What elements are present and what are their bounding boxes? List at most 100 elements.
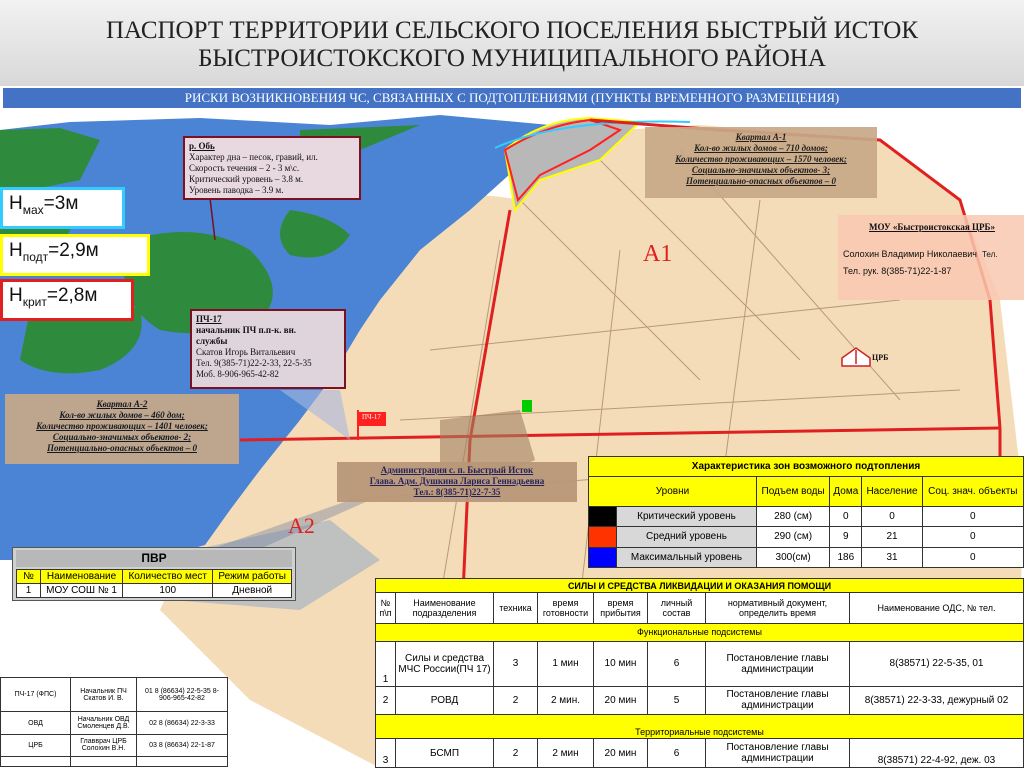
- pch-line: начальник ПЧ п.п-к. вн.: [196, 325, 297, 335]
- table-cell: ОВД: [0, 711, 71, 735]
- pch-line: службы: [196, 336, 228, 346]
- admin-line: Тел.: 8(385-71)22-7-35: [413, 487, 501, 497]
- quarter-a2-line: Кол-во жилых домов – 460 дом;: [59, 410, 185, 420]
- mou-tel: Тел. рук. 8(385-71)22-1-87: [843, 266, 952, 276]
- table-cell: Дневной: [212, 583, 292, 598]
- section-label: Функциональные подсистемы: [375, 622, 1024, 642]
- level-subscript: подт: [22, 249, 49, 264]
- island: [0, 128, 100, 200]
- column-header: Население: [861, 476, 923, 507]
- critical-flood-line: [503, 118, 623, 203]
- quarter-a2-line: Социально-значимых объектов- 2;: [52, 432, 192, 442]
- table-cell: 300(см): [755, 546, 831, 569]
- section-row: Территориальные подсистемы: [375, 714, 1024, 740]
- pvr-title: ПВР: [16, 550, 292, 567]
- title-line-2: БЫСТРОИСТОКСКОГО МУНИЦИПАЛЬНОГО РАЙОНА: [198, 45, 826, 72]
- river-line: Скорость течения – 2 - 3 м\с.: [189, 163, 300, 173]
- quarter-a1-line: Потенциально-опасных объектов – 0: [686, 176, 836, 186]
- table-cell: 02 8 (86634) 22-3-33: [136, 711, 228, 735]
- table-cell: 8(38571) 22-3-33, дежурный 02: [849, 685, 1024, 716]
- table-header-row: Уровни Подъем воды Дома Население Соц. з…: [588, 476, 1024, 507]
- column-header: Уровни: [588, 476, 757, 507]
- level-critical-badge: Hкрит=2,8м: [0, 279, 134, 321]
- river-line: Уровень паводка – 3.9 м.: [189, 185, 284, 195]
- table-cell: 1: [375, 640, 396, 687]
- table-cell: Критический уровень: [616, 505, 757, 528]
- table-cell: Максимальный уровень: [616, 546, 757, 569]
- shelter-marker: [522, 400, 532, 412]
- table-row: 3 БСМП 2 2 мин 20 мин 6 Постановление гл…: [375, 738, 1024, 768]
- table-cell: 2: [493, 685, 538, 716]
- sector-a2-label: А2: [288, 513, 315, 538]
- contacts-table: ПЧ-17 (ФПС) Начальник ПЧ Скатов И. В. 01…: [0, 676, 228, 768]
- table-cell: Силы и средства МЧС России(ПЧ 17): [395, 640, 494, 687]
- table-cell: 01 8 (86634) 22-5-35 8-906-965-42-82: [136, 676, 228, 713]
- column-header: время прибытия: [593, 592, 648, 624]
- table-cell: 20 мин: [593, 685, 648, 716]
- zone-color-swatch: [588, 526, 617, 548]
- mou-title: МОУ «Быстроистокская ЦРБ»: [869, 222, 995, 232]
- quarter-a2-line: Количество проживающих – 1401 человек;: [36, 421, 208, 431]
- level-subscript: крит: [22, 294, 47, 309]
- table-cell: ЦРБ: [0, 733, 71, 757]
- river-info-callout: р. Обь Характер дна – песок, гравий, ил.…: [183, 136, 361, 200]
- table-cell: 2: [493, 738, 538, 768]
- table-cell: 0: [861, 505, 923, 528]
- table-row: Критический уровень 280 (см) 0 0 0: [588, 505, 1024, 528]
- table-cell: ПЧ-17 (ФПС): [0, 676, 71, 713]
- column-header: №: [16, 569, 41, 584]
- table-cell: 290 (см): [755, 526, 831, 548]
- river-title: р. Обь: [189, 141, 215, 151]
- table-header-row: № Наименование Количество мест Режим раб…: [16, 569, 292, 584]
- table-cell: 3: [375, 738, 396, 768]
- table-row: 1 МОУ СОШ № 1 100 Дневной: [16, 583, 292, 598]
- section-row: Функциональные подсистемы: [375, 622, 1024, 642]
- pch-line: ПЧ-17: [196, 314, 222, 324]
- column-header: Количество мест: [122, 569, 214, 584]
- mou-crb-callout: МОУ «Быстроистокская ЦРБ» Солохин Владим…: [840, 220, 1024, 298]
- table-cell: 21: [861, 526, 923, 548]
- table-cell: 8(38571) 22-5-35, 01: [849, 640, 1024, 687]
- table-cell: 2 мин.: [537, 685, 594, 716]
- island: [124, 232, 273, 334]
- column-header: Соц. знач. объекты: [921, 476, 1024, 507]
- table-row: Средний уровень 290 (см) 9 21 0: [588, 526, 1024, 548]
- table-row: [0, 755, 228, 768]
- table-cell: 100: [122, 583, 214, 598]
- quarter-a1-line: Количество проживающих – 1570 человек;: [675, 154, 847, 164]
- admin-callout: Администрация с. п. Быстрый Исток Глава.…: [337, 462, 577, 502]
- table-cell: Постановление главы администрации: [705, 685, 850, 716]
- level-symbol: H: [9, 285, 23, 306]
- table-cell: 6: [647, 640, 706, 687]
- column-header: Подъем воды: [755, 476, 831, 507]
- pch-line: Тел. 9(385-71)22-2-33, 22-5-35: [196, 358, 312, 368]
- table-cell: 03 8 (86634) 22-1-87: [136, 733, 228, 757]
- quarter-a2-callout: Квартал А-2 Кол-во жилых домов – 460 дом…: [5, 394, 239, 464]
- zones-title: Характеристика зон возможного подтоплени…: [588, 456, 1024, 477]
- crb-label: ЦРБ: [872, 353, 889, 362]
- table-cell: Начальник ОВД Смоленцев Д.В.: [70, 711, 137, 735]
- subtitle-banner: РИСКИ ВОЗНИКНОВЕНИЯ ЧС, СВЯЗАННЫХ С ПОДТ…: [2, 87, 1022, 109]
- mou-name: Солохин Владимир Николаевич: [843, 249, 977, 259]
- callout-river-pointer: [209, 197, 216, 241]
- title-line-1: ПАСПОРТ ТЕРРИТОРИИ СЕЛЬСКОГО ПОСЕЛЕНИЯ Б…: [105, 17, 919, 44]
- table-cell: 5: [647, 685, 706, 716]
- table-cell: 186: [829, 546, 863, 569]
- island: [280, 210, 350, 258]
- table-cell: 0: [829, 505, 863, 528]
- table-cell: РОВД: [395, 685, 494, 716]
- table-row: 2 РОВД 2 2 мин. 20 мин 5 Постановление г…: [375, 685, 1024, 716]
- forces-title: СИЛЫ И СРЕДСТВА ЛИКВИДАЦИИ И ОКАЗАНИЯ ПО…: [375, 577, 1024, 594]
- page-title: ПАСПОРТ ТЕРРИТОРИИ СЕЛЬСКОГО ПОСЕЛЕНИЯ Б…: [0, 0, 1024, 86]
- column-header: нормативный документ, определить время: [705, 592, 850, 624]
- level-max-badge: Hмах=3м: [0, 187, 125, 229]
- pch-flag-label: ПЧ-17: [362, 413, 381, 421]
- fire-station-icon: [357, 410, 386, 440]
- level-value: =2,9м: [48, 240, 99, 261]
- zone-color-swatch: [588, 546, 617, 569]
- table-cell: 6: [647, 738, 706, 768]
- table-header-row: № п\п Наименование подразделения техника…: [375, 592, 1024, 624]
- pch-line: Моб. 8-906-965-42-82: [196, 369, 279, 379]
- table-title-row: СИЛЫ И СРЕДСТВА ЛИКВИДАЦИИ И ОКАЗАНИЯ ПО…: [375, 577, 1024, 594]
- table-cell: 2: [375, 685, 396, 716]
